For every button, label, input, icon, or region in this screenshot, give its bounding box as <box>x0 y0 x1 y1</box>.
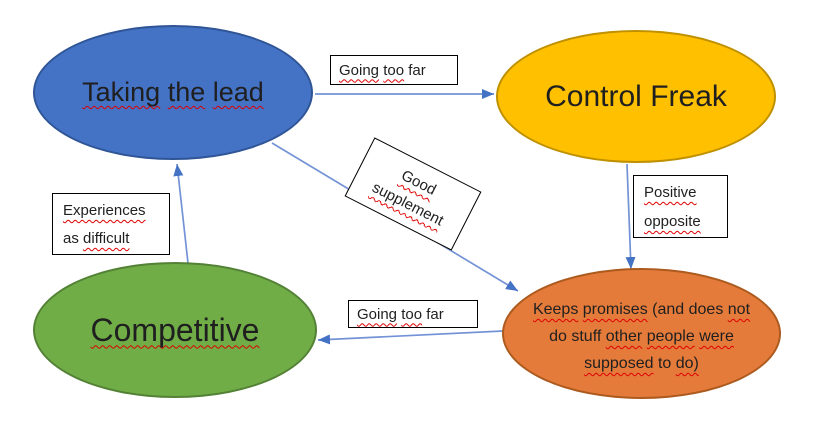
edge-label-going-too-far-top-text: Going too far <box>339 61 426 79</box>
node-control-freak: Control Freak <box>496 30 776 163</box>
node-taking-the-lead-label: Taking the lead <box>82 77 264 107</box>
arrow-control-freak-to-keeps-promises <box>625 163 636 270</box>
edge-label-going-too-far-bottom-text: Going too far <box>357 305 444 323</box>
arrow-keeps-promises-to-competitive <box>317 330 504 345</box>
node-competitive: Competitive <box>33 262 317 398</box>
arrow-competitive-to-taking-lead <box>173 163 189 264</box>
edge-label-going-too-far-bottom: Going too far <box>348 300 478 328</box>
node-competitive-label: Competitive <box>90 311 260 348</box>
edge-label-going-too-far-top: Going too far <box>330 55 458 85</box>
node-taking-the-lead: Taking the lead <box>33 25 313 160</box>
node-control-freak-label: Control Freak <box>545 79 727 113</box>
